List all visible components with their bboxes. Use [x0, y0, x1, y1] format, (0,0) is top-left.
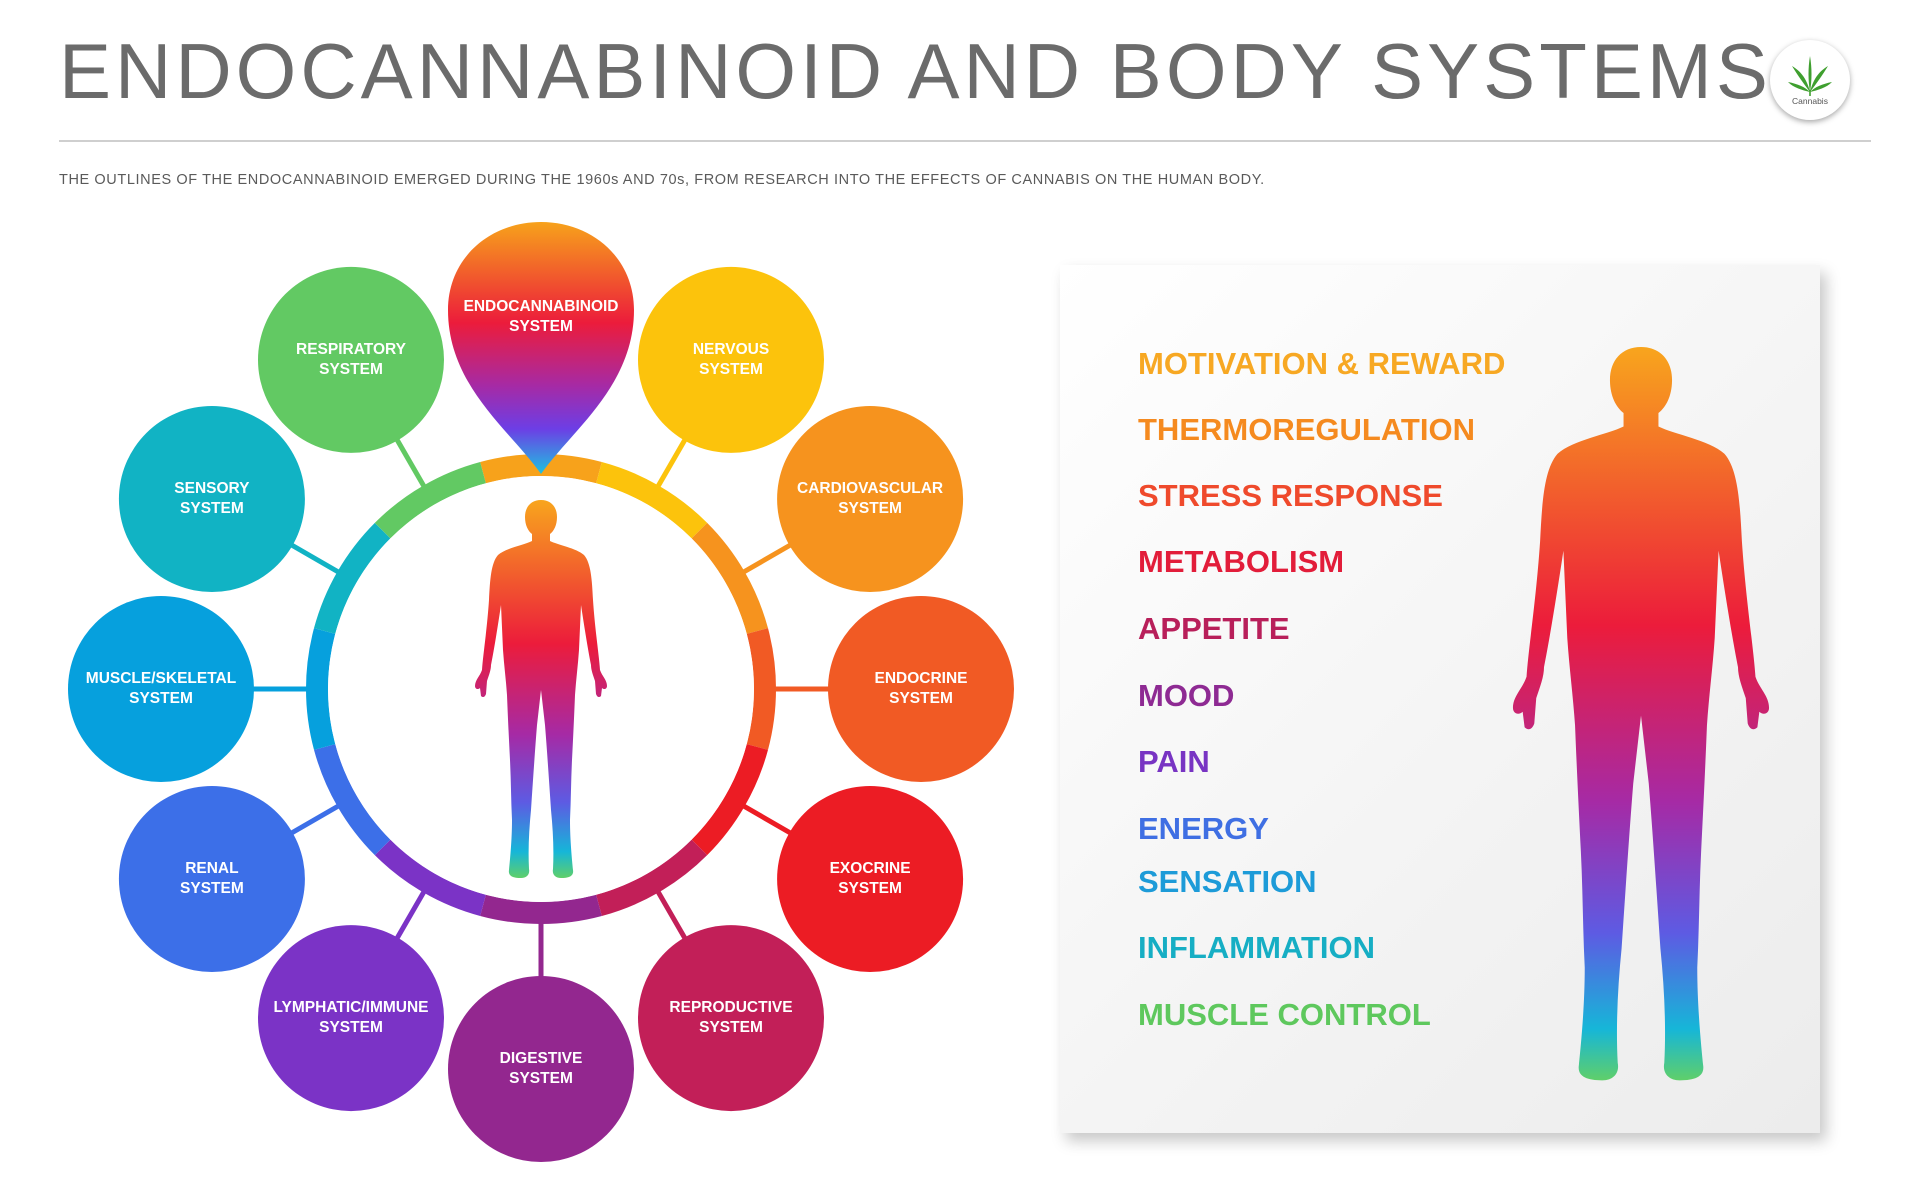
cannabis-leaf-icon: [1788, 56, 1832, 96]
system-node-label: CARDIOVASCULAR SYSTEM: [797, 480, 944, 517]
page-title: ENDOCANNABINOID AND BODY SYSTEMS: [59, 27, 1772, 115]
system-node-label: EXOCRINE SYSTEM: [829, 860, 911, 897]
system-node-label: RESPIRATORY SYSTEM: [296, 340, 406, 378]
system-node-label: RENAL SYSTEM: [180, 860, 244, 897]
effect-item: MOOD: [1138, 678, 1235, 713]
ring-segment: [746, 628, 776, 750]
system-node-circle: [118, 406, 305, 592]
connector-line: [289, 542, 342, 576]
title-divider: [59, 140, 1871, 142]
ring-segment: [691, 743, 768, 856]
ring-segment: [374, 839, 487, 916]
effect-item: PAIN: [1138, 744, 1210, 779]
connector-lines: [252, 437, 830, 978]
effect-item: INFLAMMATION: [1138, 930, 1376, 965]
system-nodes: [68, 266, 1014, 1162]
connector-line: [654, 888, 688, 941]
connector-line: [740, 542, 793, 576]
system-node-label: ENDOCRINE SYSTEM: [874, 670, 968, 707]
system-node-circle: [828, 596, 1014, 782]
connector-line: [654, 437, 688, 490]
system-node-circle: [777, 786, 964, 972]
logo-text: Cannabis: [1792, 96, 1828, 106]
connector-line: [394, 888, 428, 941]
system-node-label: DIGESTIVE SYSTEM: [499, 1050, 583, 1087]
body-systems-diagram: [68, 222, 1014, 1162]
connector-line: [740, 802, 793, 836]
system-node-circle: [118, 786, 305, 972]
system-node-circle: [448, 976, 634, 1162]
ring-segment: [374, 462, 487, 539]
cannabis-logo: Cannabis: [1770, 40, 1850, 120]
system-node-circle: [68, 596, 254, 782]
effect-item: ENERGY: [1138, 811, 1269, 846]
system-node-circle: [638, 266, 824, 453]
ring-segment: [480, 894, 602, 924]
ring-segment: [306, 628, 336, 750]
effect-item: MUSCLE CONTROL: [1138, 997, 1431, 1032]
large-body-figure: [1512, 347, 1770, 1081]
effect-item: STRESS RESPONSE: [1138, 478, 1443, 513]
center-label: ENDOCANNABINOID SYSTEM: [463, 298, 619, 335]
ring-segment: [595, 839, 708, 916]
center-ring: [306, 454, 776, 924]
effect-item: MOTIVATION & REWARD: [1138, 346, 1506, 381]
system-node-circle: [258, 925, 444, 1112]
effect-item: APPETITE: [1138, 611, 1290, 646]
ring-segment: [595, 462, 708, 539]
ring-segment: [314, 522, 391, 635]
system-node-label: REPRODUCTIVE SYSTEM: [669, 999, 793, 1037]
ring-segment: [691, 522, 768, 635]
system-node-circle: [638, 925, 824, 1112]
page-subtitle: THE OUTLINES OF THE ENDOCANNABINOID EMER…: [59, 172, 1265, 188]
system-node-label: LYMPHATIC/IMMUNE SYSTEM: [273, 999, 429, 1037]
effect-item: METABOLISM: [1138, 544, 1345, 579]
effect-item: THERMOREGULATION: [1138, 412, 1475, 447]
ring-segment: [314, 743, 391, 856]
effect-item: SENSATION: [1138, 864, 1317, 899]
center-body-figure: [475, 500, 607, 878]
endocannabinoid-pin: [448, 222, 634, 474]
system-node-label: MUSCLE/SKELETAL SYSTEM: [85, 670, 237, 707]
connector-line: [394, 437, 428, 490]
system-node-circle: [777, 406, 964, 592]
system-node-label: SENSORY SYSTEM: [174, 480, 250, 517]
system-node-label: NERVOUS SYSTEM: [692, 340, 770, 378]
system-node-circle: [258, 266, 444, 453]
connector-line: [289, 802, 342, 836]
